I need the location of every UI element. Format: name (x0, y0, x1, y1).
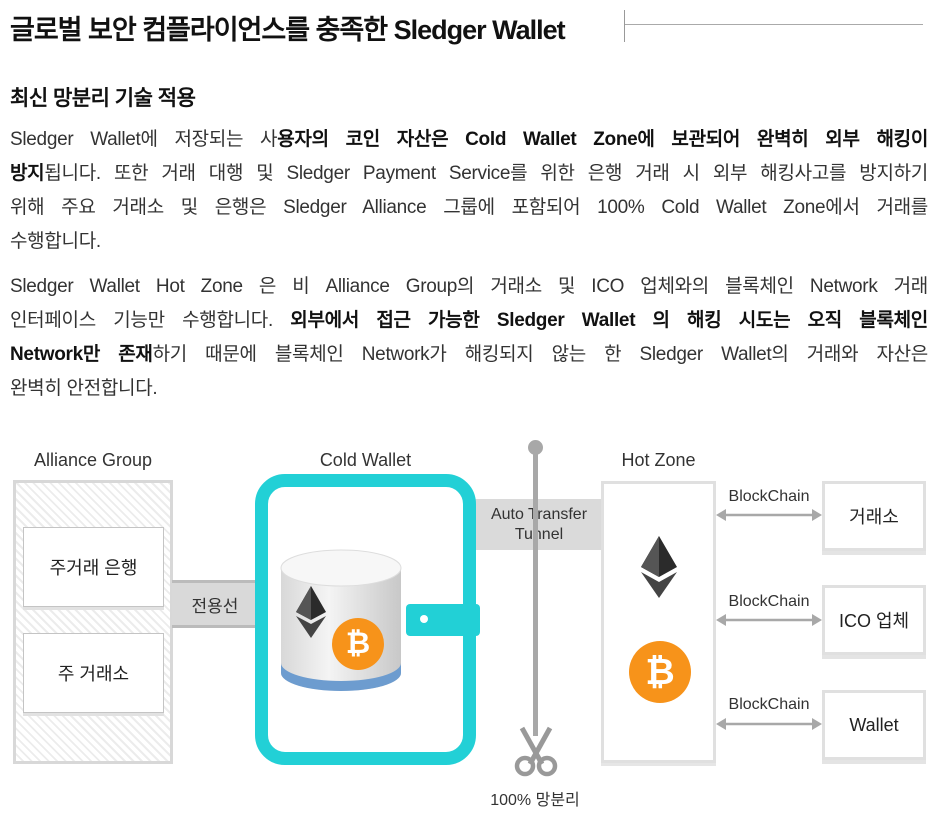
separation-label: 100% 망분리 (490, 792, 580, 809)
paragraph-cold-wallet: Sledger Wallet에 저장되는 사용자의 코인 자산은 Cold Wa… (10, 123, 928, 259)
tunnel-label: Tunnel (514, 525, 564, 543)
page-title: 글로벌 보안 컴플라이언스를 충족한 Sledger Wallet (10, 15, 566, 45)
text: 하기 때문에 블록체인 Network가 해킹되지 않는 한 Sledger W… (152, 344, 928, 365)
separation-line-knob (528, 440, 543, 455)
bold-text: 방지 (10, 163, 45, 184)
text-line: 위해 주요 거래소 및 은행은 Sledger Alliance 그룹에 포함되… (10, 191, 928, 225)
bold-text: Network만 존재 (10, 344, 153, 365)
text: Sledger Wallet에 저장되는 사 (10, 129, 278, 150)
text: 위해 주요 거래소 및 은행은 Sledger Alliance 그룹에 포함되… (10, 197, 928, 218)
bidirectional-arrow-icon (716, 614, 822, 626)
ico-company-box: ICO 업체 (822, 585, 926, 655)
hot-zone-box (601, 481, 716, 763)
alliance-group-box (13, 480, 173, 764)
bidirectional-arrow-icon (716, 718, 822, 730)
text: 수행합니다. (10, 231, 101, 252)
blockchain-label: BlockChain (728, 696, 810, 713)
blockchain-label: BlockChain (728, 593, 810, 610)
blockchain-label: BlockChain (728, 488, 810, 505)
wallet-box: Wallet (822, 690, 926, 760)
tunnel-label: Auto Transfer (490, 505, 588, 523)
paragraph-hot-zone: Sledger Wallet Hot Zone 은 비 Alliance Gro… (10, 270, 928, 406)
separation-line (533, 446, 538, 736)
text-line: 방지됩니다. 또한 거래 대행 및 Sledger Payment Servic… (10, 157, 928, 191)
text-line: Sledger Wallet Hot Zone 은 비 Alliance Gro… (10, 270, 928, 304)
text: 인터페이스 기능만 수행합니다. (10, 310, 291, 331)
text-line: Sledger Wallet에 저장되는 사용자의 코인 자산은 Cold Wa… (10, 123, 928, 157)
text: Sledger Wallet Hot Zone 은 비 Alliance Gro… (10, 276, 928, 297)
wallet-clasp (406, 604, 480, 636)
text-line: 인터페이스 기능만 수행합니다. 외부에서 접근 가능한 Sledger Wal… (10, 304, 928, 338)
ethereum-icon (296, 586, 326, 638)
section-heading: 최신 망분리 기술 적용 (10, 87, 196, 110)
exchange-box: 거래소 (822, 481, 926, 551)
title-divider (624, 10, 625, 42)
bidirectional-arrow-icon (716, 509, 822, 521)
ethereum-icon (641, 536, 677, 598)
bitcoin-icon: ₿ (332, 618, 384, 670)
bitcoin-icon: ₿ (629, 641, 691, 703)
dedicated-line: 전용선 (172, 580, 258, 628)
bold-text: 용자의 코인 자산은 Cold Wallet Zone에 보관되어 완벽히 외부… (277, 129, 928, 150)
text-line: 수행합니다. (10, 225, 928, 259)
text: 됩니다. 또한 거래 대행 및 Sledger Payment Service를… (44, 163, 928, 184)
cold-wallet-label: Cold Wallet (319, 450, 412, 470)
hot-zone-label: Hot Zone (621, 450, 696, 470)
text-line: Network만 존재하기 때문에 블록체인 Network가 해킹되지 않는 … (10, 338, 928, 372)
wallet-clasp-dot (420, 615, 428, 623)
main-bank-box: 주거래 은행 (23, 527, 164, 607)
text-line: 완벽히 안전합니다. (10, 372, 928, 406)
alliance-group-label: Alliance Group (33, 450, 153, 470)
scissors-icon (514, 726, 558, 777)
main-exchange-box: 주 거래소 (23, 633, 164, 713)
text: 완벽히 안전합니다. (10, 378, 158, 399)
title-rule (625, 24, 923, 25)
bold-text: 외부에서 접근 가능한 Sledger Wallet 의 해킹 시도는 오직 블… (290, 310, 928, 331)
